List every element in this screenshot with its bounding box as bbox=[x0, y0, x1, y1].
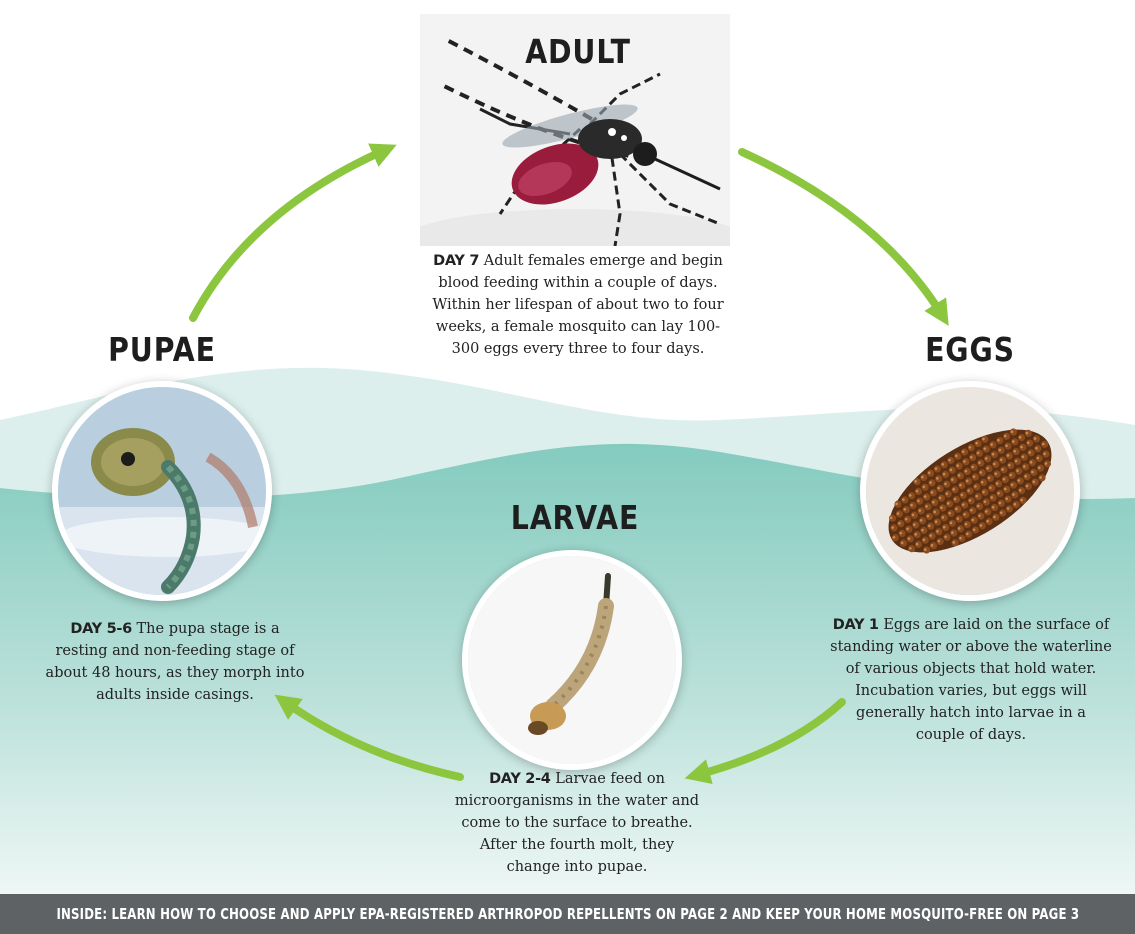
adult-day-label: DAY 7 bbox=[433, 253, 479, 269]
pupae-day-label: DAY 5-6 bbox=[70, 621, 132, 637]
footer-text: INSIDE: LEARN HOW TO CHOOSE AND APPLY EP… bbox=[56, 905, 1079, 923]
adult-title: ADULT bbox=[514, 32, 643, 71]
pupa-photo bbox=[52, 381, 272, 601]
pupae-description: DAY 5-6 The pupa stage is a resting and … bbox=[44, 618, 306, 706]
arrow-adult-to-eggs bbox=[742, 152, 942, 315]
eggs-text: Eggs are laid on the surface of standing… bbox=[830, 617, 1112, 743]
adult-description: DAY 7 Adult females emerge and begin blo… bbox=[428, 250, 728, 360]
footer-banner: INSIDE: LEARN HOW TO CHOOSE AND APPLY EP… bbox=[0, 894, 1135, 934]
eggs-title: EGGS bbox=[914, 330, 1026, 369]
larva-photo bbox=[462, 550, 682, 770]
pupae-title: PUPAE bbox=[93, 330, 231, 369]
larvae-title: LARVAE bbox=[498, 498, 653, 537]
eggs-description: DAY 1 Eggs are laid on the surface of st… bbox=[830, 614, 1112, 746]
arrow-pupae-to-adult bbox=[193, 150, 385, 318]
eggs-day-label: DAY 1 bbox=[833, 617, 879, 633]
larvae-description: DAY 2-4 Larvae feed on microorganisms in… bbox=[452, 768, 702, 878]
egg-raft-photo bbox=[860, 381, 1080, 601]
larvae-day-label: DAY 2-4 bbox=[489, 771, 551, 787]
